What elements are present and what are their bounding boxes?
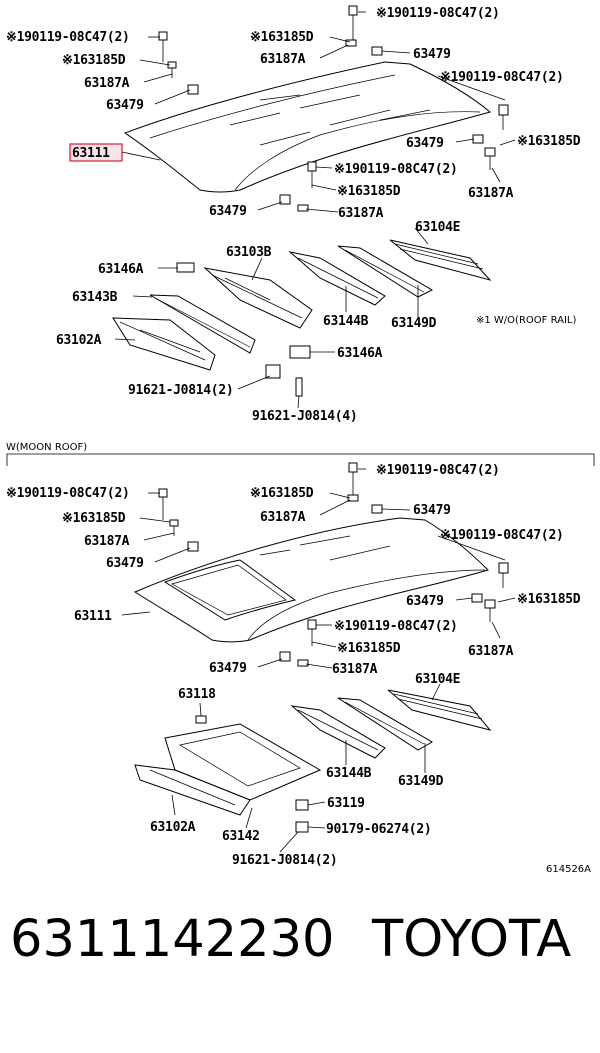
label-63479: 63479: [406, 594, 444, 609]
label-63146A: 63146A: [337, 346, 383, 361]
label-90179-06274: 90179-06274(2): [326, 822, 431, 837]
note-wo-roof-rail: ※1 W/O(ROOF RAIL): [476, 315, 576, 326]
label-63479: 63479: [106, 98, 144, 113]
bolt-icon: [471, 562, 509, 622]
label-63187A: 63187A: [84, 534, 130, 549]
bolt-icon: [279, 161, 317, 212]
roof-bows-upper: [112, 239, 492, 397]
bolt-icon: [347, 462, 383, 514]
label-63146A: 63146A: [98, 262, 144, 277]
label-63149D: 63149D: [391, 316, 437, 331]
label-90119-08C47: ※190119-08C47(2): [6, 30, 130, 45]
label-63118: 63118: [178, 687, 216, 702]
bolt-icon: [158, 488, 199, 552]
label-63144B: 63144B: [323, 314, 369, 329]
label-63479: 63479: [106, 556, 144, 571]
label-63185D: ※163185D: [250, 486, 314, 501]
label-63187A: 63187A: [468, 644, 514, 659]
label-63185D: ※163185D: [517, 134, 581, 149]
label-63111-highlighted: 63111: [72, 146, 110, 161]
moonroof-header: W(MOON ROOF): [6, 442, 87, 453]
label-63102A: 63102A: [150, 820, 196, 835]
label-63185D: ※163185D: [337, 641, 401, 656]
parts-diagram: ※190119-08C47(2) ※190119-08C47(2) ※16318…: [6, 5, 595, 875]
label-91621-J0814: 91621-J0814(4): [252, 409, 357, 424]
roof-bows-moonroof: [134, 689, 492, 833]
label-63187A: 63187A: [468, 186, 514, 201]
label-90119-08C47: ※190119-08C47(2): [440, 70, 564, 85]
label-90119-08C47: ※190119-08C47(2): [440, 528, 564, 543]
label-63144B: 63144B: [326, 766, 372, 781]
label-63187A: 63187A: [260, 52, 306, 67]
label-63479: 63479: [413, 47, 451, 62]
label-90119-08C47: ※190119-08C47(2): [6, 486, 130, 501]
highlight-box: [69, 143, 123, 162]
part-number: 6311142230: [10, 910, 335, 969]
section-bracket: [6, 453, 595, 466]
label-63479: 63479: [209, 204, 247, 219]
label-90119-08C47: ※190119-08C47(2): [334, 619, 458, 634]
label-90119-08C47: ※190119-08C47(2): [334, 162, 458, 177]
label-63187A: 63187A: [260, 510, 306, 525]
label-63479: 63479: [209, 661, 247, 676]
label-63185D: ※163185D: [250, 30, 314, 45]
label-63479: 63479: [406, 136, 444, 151]
leader-lines-upper: [139, 11, 516, 213]
label-63143B: 63143B: [72, 290, 118, 305]
label-91621-J0814: 91621-J0814(2): [128, 383, 233, 398]
diagram-ref-code: 614526A: [546, 864, 591, 875]
leader-lines-moonroof: [121, 468, 516, 669]
label-63142: 63142: [222, 829, 260, 844]
label-63104E: 63104E: [415, 672, 460, 687]
label-63111: 63111: [74, 609, 112, 624]
label-63185D: ※163185D: [337, 184, 401, 199]
bolt-icon: [279, 619, 317, 667]
label-63185D: ※163185D: [62, 53, 126, 68]
roof-panel-moonroof: [133, 517, 489, 643]
bolt-icon: [158, 31, 199, 95]
roof-panel-upper: [123, 61, 492, 193]
label-63185D: ※163185D: [62, 511, 126, 526]
label-63104E: 63104E: [415, 220, 460, 235]
label-63187A: 63187A: [84, 76, 130, 91]
label-63149D: 63149D: [398, 774, 444, 789]
label-63187A: 63187A: [332, 662, 378, 677]
label-63187A: 63187A: [338, 206, 384, 221]
label-63102A: 63102A: [56, 333, 102, 348]
leader-lines-upper-2: [114, 227, 429, 409]
brand-name: TOYOTA: [372, 910, 572, 969]
label-90119-08C47: ※190119-08C47(2): [376, 6, 500, 21]
label-91621-J0814: 91621-J0814(2): [232, 853, 337, 868]
label-90119-08C47: ※190119-08C47(2): [376, 463, 500, 478]
label-63119: 63119: [327, 796, 365, 811]
label-63479: 63479: [413, 503, 451, 518]
label-63103B: 63103B: [226, 245, 272, 260]
label-63185D: ※163185D: [517, 592, 581, 607]
leader-lines-moonroof-2: [171, 683, 441, 853]
